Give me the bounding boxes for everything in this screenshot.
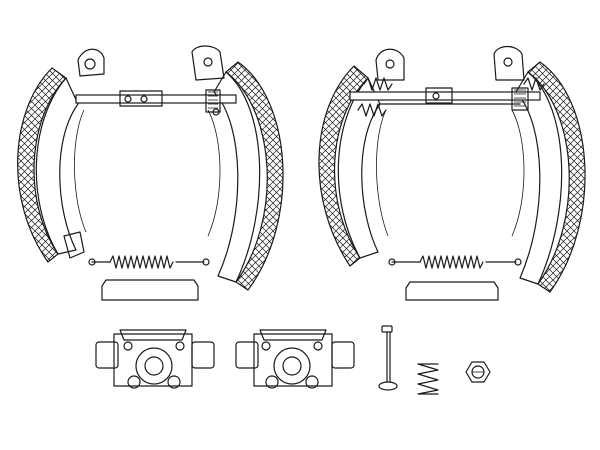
left-shoe-lining — [17, 67, 67, 263]
park-lever — [63, 231, 85, 259]
upper-spring-right — [523, 77, 545, 91]
inner-outline-left — [376, 109, 389, 237]
anchor-hole — [84, 58, 96, 70]
top-right-bracket — [191, 45, 225, 81]
left-shoe-web — [35, 77, 79, 255]
wheel-cylinder-right — [235, 329, 355, 389]
bottom-anchor-left — [101, 279, 199, 301]
inner-outline-left — [74, 109, 87, 233]
brake-shoe-assembly-right — [318, 45, 586, 301]
bracket-hole — [503, 57, 513, 67]
bracket-hole — [385, 59, 395, 69]
hold-down-pin — [378, 325, 398, 391]
hex-nut — [465, 361, 491, 383]
return-spring-bottom-left — [88, 255, 210, 269]
adjuster-strut — [75, 89, 237, 116]
bracket-hole — [203, 57, 213, 67]
right-shoe-web — [515, 71, 563, 285]
inner-outline-right — [511, 109, 525, 237]
top-left-bracket — [375, 48, 405, 81]
adjuster-strut — [349, 87, 541, 111]
top-right-bracket — [493, 45, 525, 81]
upper-spring-left — [357, 77, 393, 117]
right-shoe-lining — [225, 61, 284, 291]
hold-down-spring — [417, 363, 439, 395]
left-shoe-lining — [318, 65, 369, 267]
wheel-cylinder-left — [95, 329, 215, 389]
brake-shoe-assembly-left — [17, 45, 284, 301]
inner-outline-right — [207, 109, 221, 237]
left-shoe-web — [337, 77, 381, 259]
top-anchor — [77, 48, 105, 77]
right-shoe-web — [213, 71, 261, 283]
return-spring-bottom-right — [388, 255, 522, 269]
bottom-anchor-right — [405, 281, 499, 301]
right-shoe-lining — [527, 61, 586, 293]
